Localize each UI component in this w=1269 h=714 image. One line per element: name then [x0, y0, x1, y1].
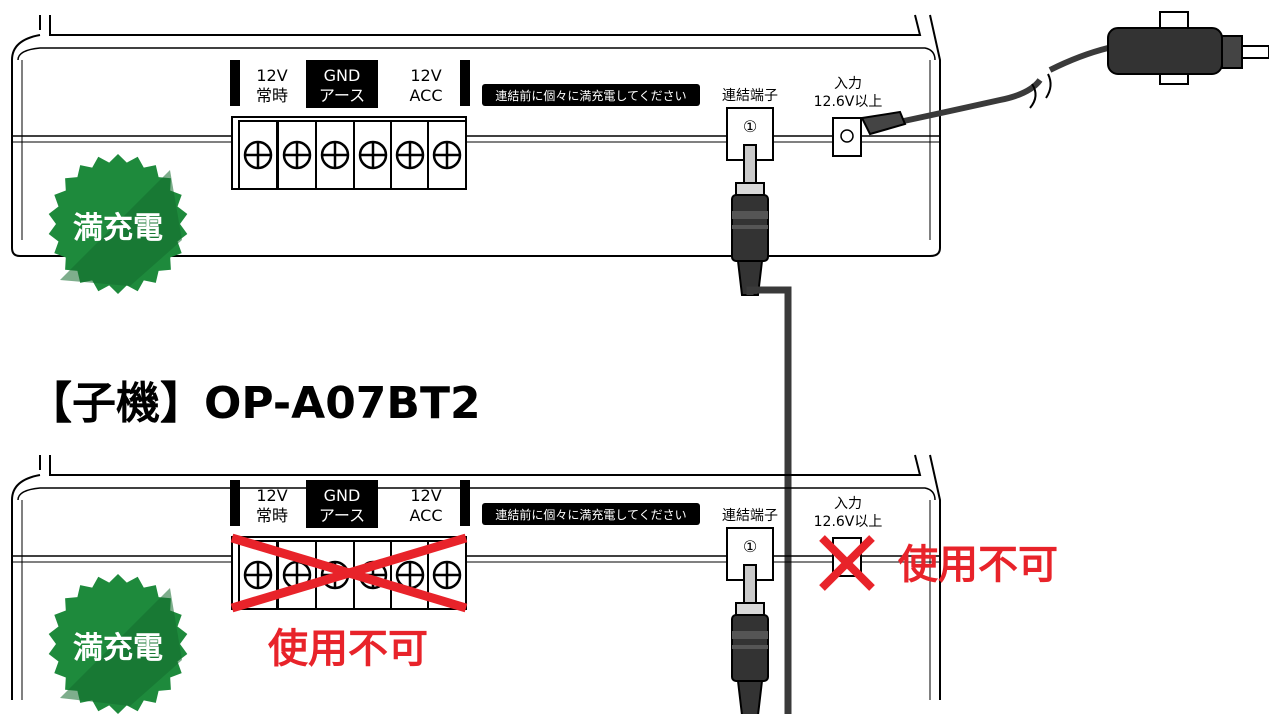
link-port-symbol: ①: [743, 537, 757, 556]
label-gnd-b: アース: [319, 506, 365, 525]
unit-body-outline: [11, 454, 941, 700]
unit-body-outline: [11, 14, 941, 257]
notice-label: 連結前に個々に満充電してください: [495, 507, 686, 522]
link-port-symbol: ①: [743, 117, 757, 136]
screw-terminal-icon: [276, 119, 318, 191]
parent-unit: 12V 常時 GND アース 12V ACC 連結前に個々に満充電してください …: [11, 14, 941, 296]
label-acc-a: 12V: [410, 66, 441, 85]
dc-jack-icon: [832, 117, 862, 157]
label-12v-const-b: 常時: [256, 506, 288, 525]
input-label-a: 入力: [834, 76, 862, 92]
link-plug: [731, 144, 769, 296]
label-12v-const-a: 12V: [256, 66, 287, 85]
screw-terminal-icon: [426, 119, 468, 191]
input-label-a: 入力: [834, 496, 862, 512]
badge-label: 満充電: [73, 211, 163, 246]
full-charge-badge: 満充電: [48, 154, 188, 294]
screw-terminal-block: [231, 116, 468, 191]
link-port-label: 連結端子: [722, 88, 778, 104]
link-plug: [731, 564, 769, 714]
input-unusable-label: 使用不可: [898, 542, 1058, 588]
screw-terminal-icon: [314, 119, 356, 191]
label-acc-b: ACC: [409, 86, 442, 105]
link-port-label: 連結端子: [722, 508, 778, 524]
page-title: 【子機】OP-A07BT2: [28, 378, 481, 429]
child-unit: 12V 常時 GND アース 12V ACC 連結前に個々に満充電してください …: [11, 454, 1058, 714]
screw-terminal-icon: [389, 119, 431, 191]
label-gnd-b: アース: [319, 86, 365, 105]
cross-icon: [230, 533, 468, 613]
badge-label: 満充電: [73, 631, 163, 666]
label-12v-const-a: 12V: [256, 486, 287, 505]
label-acc-b: ACC: [409, 506, 442, 525]
terminals-unusable-label: 使用不可: [268, 626, 428, 672]
notice-label: 連結前に個々に満充電してください: [495, 88, 686, 103]
label-gnd-a: GND: [324, 66, 361, 85]
label-12v-const-b: 常時: [256, 86, 288, 105]
cross-icon: [819, 535, 875, 591]
link-cable: [746, 286, 792, 714]
label-acc-a: 12V: [410, 486, 441, 505]
full-charge-badge: 満充電: [48, 574, 188, 714]
car-plug-icon: [860, 11, 1269, 136]
input-label-b: 12.6V以上: [814, 94, 883, 110]
screw-terminal-icon: [352, 119, 394, 191]
label-gnd-a: GND: [324, 486, 361, 505]
screw-terminal-icon: [237, 119, 279, 191]
input-label-b: 12.6V以上: [814, 514, 883, 530]
